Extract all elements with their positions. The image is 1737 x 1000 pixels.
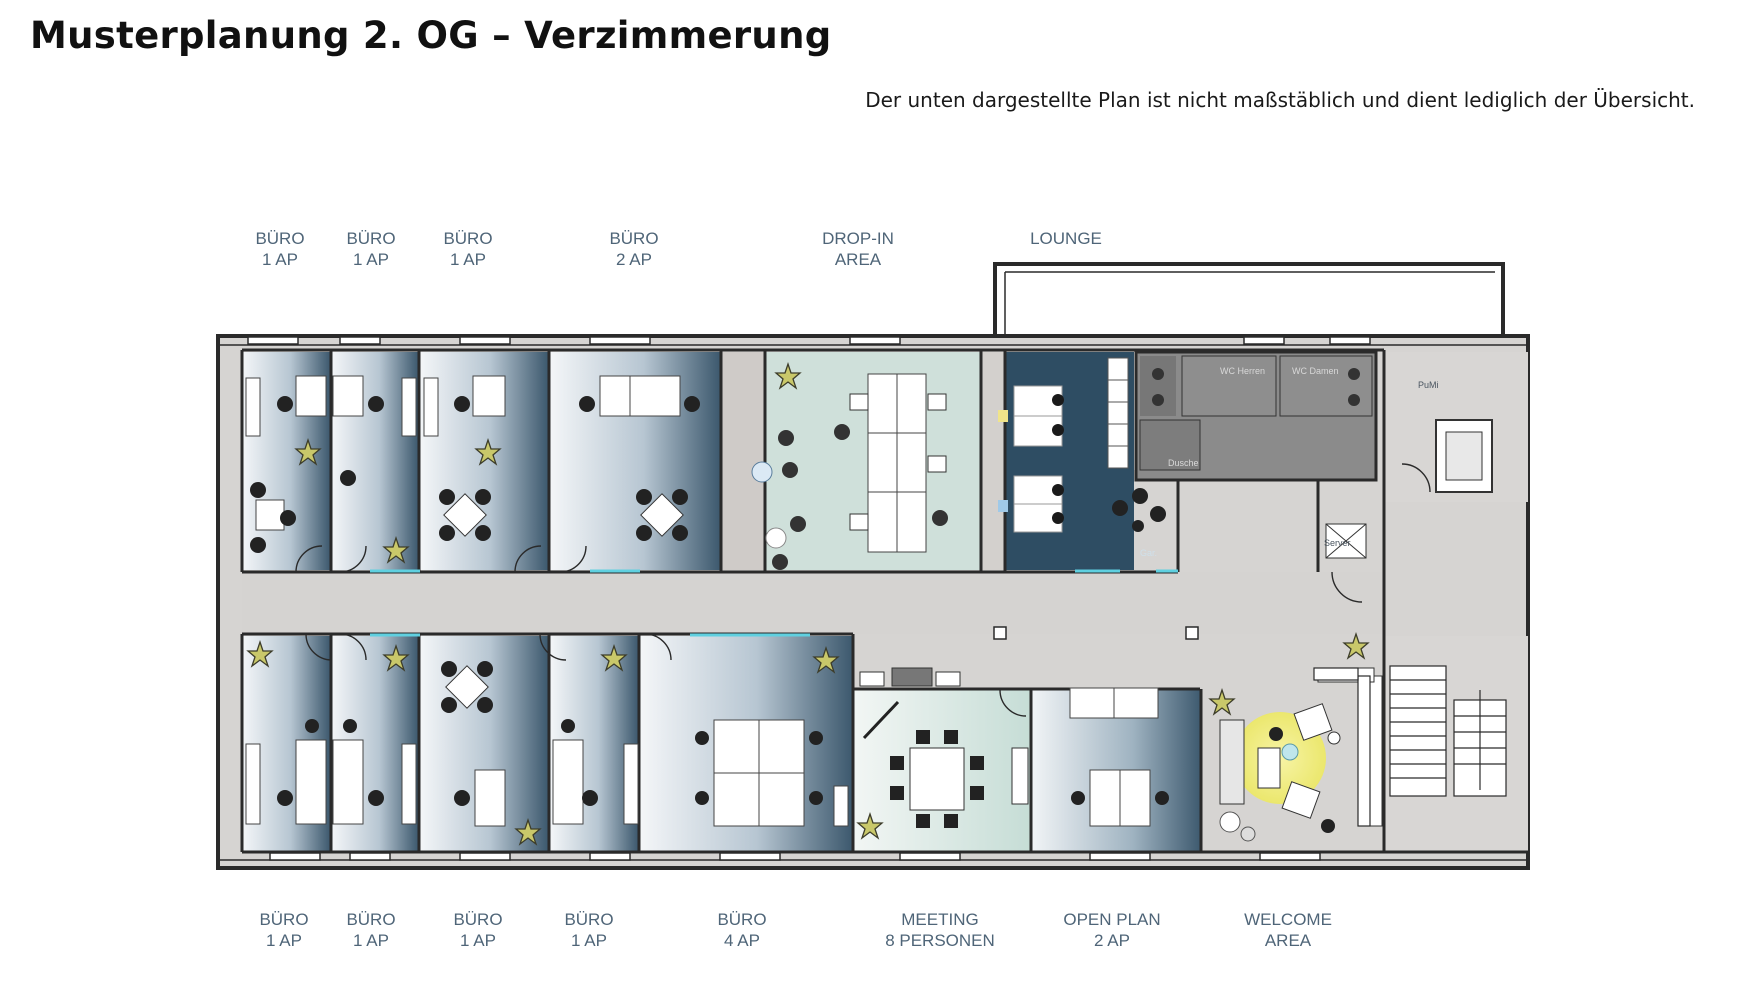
wc-details: WC Herren WC Damen Dusche bbox=[1139, 355, 1373, 471]
plant-icon bbox=[812, 645, 840, 674]
meeting-furniture bbox=[859, 667, 1029, 828]
plant-icon bbox=[514, 817, 542, 846]
door-swings bbox=[295, 463, 1431, 717]
pumi-server: PuMi Server bbox=[1324, 380, 1493, 559]
plant-icon bbox=[600, 643, 628, 672]
outer-wall bbox=[216, 334, 1530, 870]
scale-note: Der unten dargestellte Plan ist nicht ma… bbox=[865, 88, 1695, 112]
wc-damen-label: WC Damen bbox=[1292, 366, 1339, 376]
round-table-bottom bbox=[441, 661, 493, 713]
plant-icon bbox=[856, 811, 884, 840]
drop-in-furniture bbox=[751, 373, 948, 570]
wardrobes bbox=[245, 377, 849, 827]
corridor bbox=[242, 572, 1384, 634]
windows bbox=[247, 336, 1371, 861]
side-room bbox=[722, 352, 764, 570]
lounge-side-strip bbox=[982, 352, 1004, 570]
wc-herren-label: WC Herren bbox=[1220, 366, 1265, 376]
garderobe-label: Gar. bbox=[1140, 548, 1157, 558]
welcome-furniture bbox=[1219, 667, 1383, 842]
plants bbox=[246, 361, 1370, 846]
plant-icon bbox=[294, 437, 322, 466]
round-tables-top bbox=[439, 489, 688, 541]
plant-icon bbox=[382, 535, 410, 564]
shelving bbox=[1313, 667, 1371, 827]
plant-icon bbox=[1342, 631, 1370, 660]
stairs bbox=[1389, 665, 1507, 797]
desks-top bbox=[255, 375, 681, 531]
label-lounge: LOUNGE bbox=[1030, 229, 1102, 248]
dusche-label: Dusche bbox=[1168, 458, 1199, 468]
lounge-extension-wall bbox=[993, 262, 1505, 336]
plant-icon bbox=[774, 361, 802, 390]
server-label: Server bbox=[1324, 538, 1351, 548]
kitchen-units bbox=[1107, 357, 1129, 469]
column-marker-1 bbox=[993, 626, 1007, 640]
column-marker-2 bbox=[1185, 626, 1199, 640]
interior-walls-top bbox=[240, 348, 1386, 852]
plant-icon bbox=[382, 643, 410, 672]
chairs-bottom bbox=[277, 719, 1169, 806]
desks-bottom bbox=[295, 687, 1159, 827]
glass-accents bbox=[370, 569, 1178, 637]
plant-icon bbox=[474, 437, 502, 466]
page-title: Musterplanung 2. OG – Verzimmerung bbox=[30, 14, 832, 57]
chairs-top bbox=[250, 396, 700, 553]
lounge-furniture: Gar. bbox=[998, 385, 1166, 558]
plant-icon bbox=[1208, 687, 1236, 716]
plant-icon bbox=[246, 639, 274, 668]
pumi-label: PuMi bbox=[1418, 380, 1439, 390]
